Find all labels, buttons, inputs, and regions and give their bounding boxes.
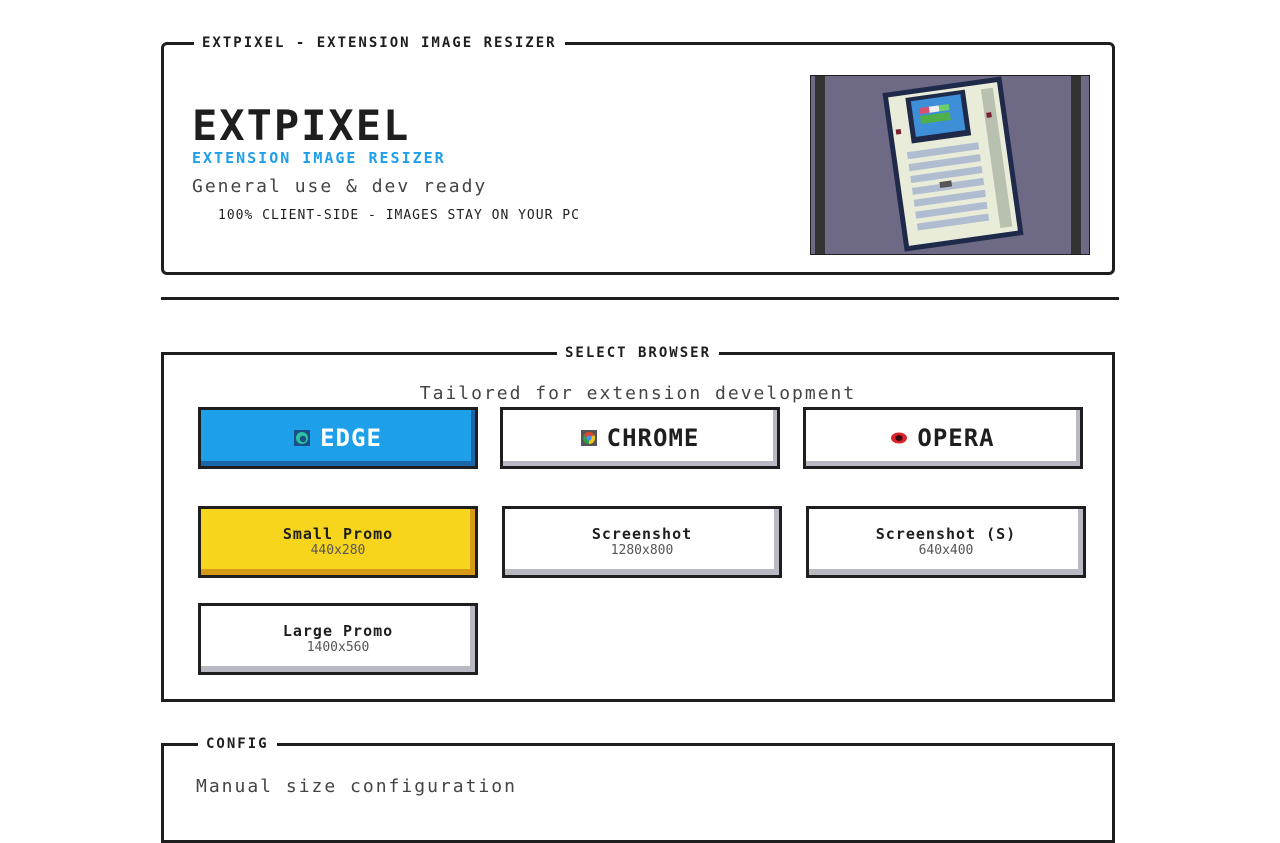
config-panel: CONFIG Manual size configuration (161, 735, 1115, 843)
size-small-promo-button[interactable]: Small Promo 440x280 (198, 506, 478, 578)
chrome-button[interactable]: CHROME (500, 407, 780, 469)
edge-icon (294, 430, 311, 446)
edge-button-label: EDGE (320, 424, 382, 452)
browser-subtitle: Tailored for extension development (419, 383, 857, 404)
size-screenshot-button[interactable]: Screenshot 1280x800 (502, 506, 782, 578)
chrome-button-label: CHROME (606, 424, 700, 452)
size-dimensions: 1280x800 (610, 543, 674, 558)
config-subtitle: Manual size configuration (196, 776, 517, 797)
size-dimensions: 440x280 (310, 543, 366, 558)
handheld-device-icon (811, 76, 1089, 254)
size-dimensions: 640x400 (918, 543, 974, 558)
app-title: EXTPIXEL (192, 101, 411, 150)
privacy-note: 100% CLIENT-SIDE - IMAGES STAY ON YOUR P… (218, 208, 580, 223)
size-name: Small Promo (282, 525, 394, 543)
opera-button[interactable]: OPERA (803, 407, 1083, 469)
size-name: Screenshot (S) (875, 525, 1017, 543)
edge-button[interactable]: EDGE (198, 407, 478, 469)
size-large-promo-button[interactable]: Large Promo 1400x560 (198, 603, 478, 675)
header-legend: EXTPIXEL - EXTENSION IMAGE RESIZER (194, 34, 565, 52)
browser-legend: SELECT BROWSER (556, 344, 720, 362)
select-browser-panel: SELECT BROWSER Tailored for extension de… (161, 344, 1115, 702)
chrome-icon (580, 430, 597, 446)
opera-button-label: OPERA (917, 424, 995, 452)
hero-illustration (810, 75, 1090, 255)
size-name: Screenshot (591, 525, 693, 543)
section-divider (161, 297, 1119, 300)
size-dimensions: 1400x560 (306, 640, 370, 655)
app-subtitle: EXTENSION IMAGE RESIZER (192, 149, 446, 167)
opera-icon (891, 432, 908, 444)
config-legend: CONFIG (198, 735, 277, 753)
size-name: Large Promo (282, 622, 394, 640)
header-panel: EXTPIXEL - EXTENSION IMAGE RESIZER EXTPI… (161, 34, 1115, 275)
size-screenshot-small-button[interactable]: Screenshot (S) 640x400 (806, 506, 1086, 578)
app-tagline: General use & dev ready (192, 176, 488, 197)
